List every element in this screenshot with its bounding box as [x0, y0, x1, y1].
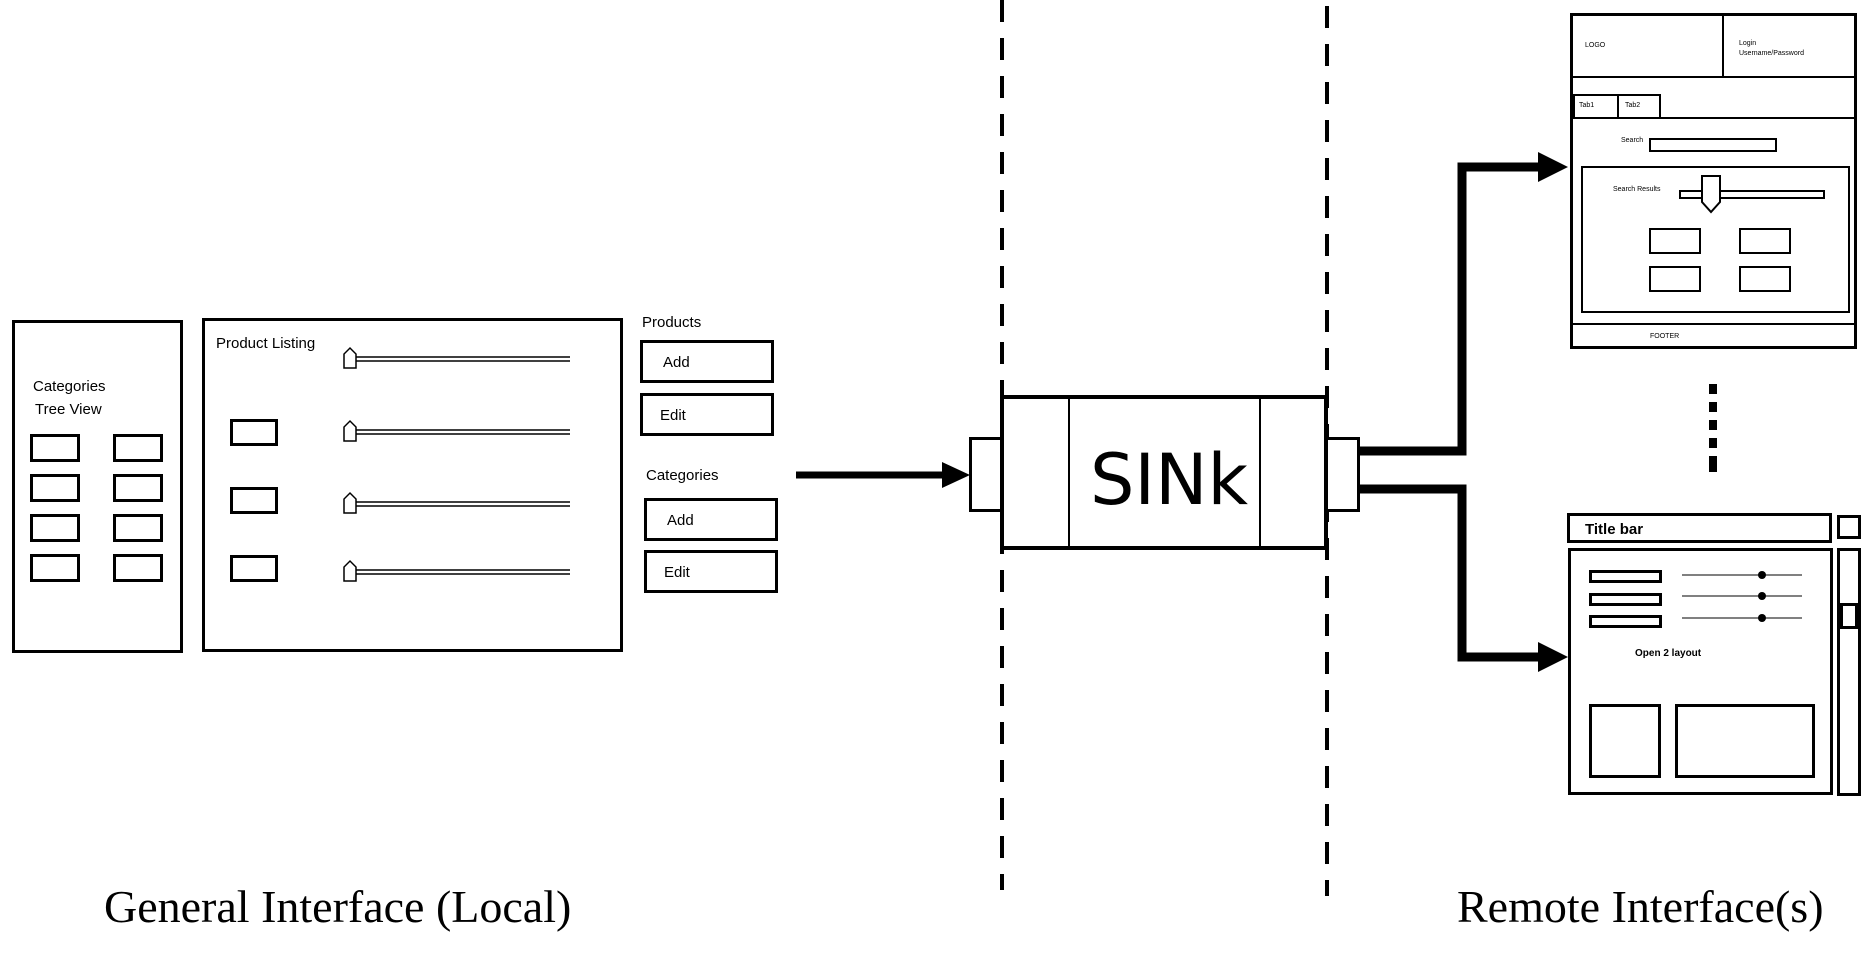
web-tab-1-label: Tab1	[1579, 102, 1595, 109]
desktop-scrollbar-thumb[interactable]	[1840, 603, 1858, 629]
product-thumbnail[interactable]	[230, 555, 278, 582]
desktop-title-bar-label: Title bar	[1585, 521, 1644, 538]
web-login-line1: Login	[1739, 40, 1757, 47]
web-search-results-frame: Search Results	[1581, 166, 1850, 313]
sink-inner-divider-left	[1068, 399, 1070, 546]
web-tabs-divider	[1573, 117, 1854, 119]
desktop-window-button[interactable]	[1837, 515, 1861, 539]
sink-label: SINk	[1090, 439, 1248, 521]
products-add-label: Add	[663, 354, 690, 371]
desktop-scrollbar[interactable]	[1837, 548, 1861, 796]
categories-group-label: Categories	[646, 467, 719, 484]
web-results-slider-track[interactable]	[1679, 190, 1825, 199]
tree-node[interactable]	[113, 434, 163, 462]
more-interfaces-ellipsis	[1709, 384, 1717, 472]
slider-knob-icon	[1758, 614, 1766, 622]
desktop-field[interactable]	[1589, 570, 1662, 583]
products-edit-button[interactable]: Edit	[640, 393, 774, 436]
desktop-title-bar[interactable]: Title bar	[1567, 513, 1832, 543]
product-listing-sliders[interactable]	[340, 344, 575, 594]
categories-tree-label-line2: Tree View	[35, 401, 102, 418]
web-login-line2[interactable]: Username/Password	[1739, 50, 1804, 57]
tree-node[interactable]	[113, 474, 163, 502]
product-thumbnail[interactable]	[230, 487, 278, 514]
web-logo: LOGO	[1585, 42, 1606, 49]
slider-handle-icon	[343, 419, 357, 442]
sink-right-port	[1324, 437, 1360, 512]
desktop-slider[interactable]	[1682, 592, 1802, 600]
desktop-panel-right[interactable]	[1675, 704, 1815, 778]
tree-node[interactable]	[30, 514, 80, 542]
web-header-divider	[1573, 76, 1854, 78]
tree-node[interactable]	[113, 554, 163, 582]
sink-block: SINk	[1000, 395, 1328, 550]
output-arrow-bottom	[1360, 484, 1545, 662]
desktop-panel-left[interactable]	[1589, 704, 1661, 778]
products-edit-label: Edit	[660, 407, 686, 424]
web-result-item[interactable]	[1649, 266, 1701, 292]
slider-handle-icon	[343, 491, 357, 514]
categories-add-label: Add	[667, 512, 694, 529]
web-footer: FOOTER	[1650, 333, 1680, 340]
tree-node[interactable]	[30, 474, 80, 502]
desktop-window-body: Open 2 layout	[1568, 548, 1833, 795]
desktop-slider[interactable]	[1682, 614, 1802, 622]
categories-edit-button[interactable]: Edit	[644, 550, 778, 593]
tree-node[interactable]	[113, 514, 163, 542]
desktop-sliders[interactable]	[1680, 565, 1805, 635]
product-slider[interactable]	[343, 346, 570, 369]
slider-handle-icon	[343, 559, 357, 582]
remote-interface-caption: Remote Interface(s)	[1457, 881, 1824, 932]
web-tab-2-label: Tab2	[1625, 102, 1641, 109]
tree-node[interactable]	[30, 434, 80, 462]
products-add-button[interactable]: Add	[640, 340, 774, 383]
categories-add-button[interactable]: Add	[644, 498, 778, 541]
categories-edit-label: Edit	[664, 564, 690, 581]
product-thumbnail[interactable]	[230, 419, 278, 446]
web-tab-1[interactable]: Tab1	[1573, 94, 1619, 119]
slider-knob-icon	[1758, 592, 1766, 600]
web-footer-divider	[1573, 323, 1854, 325]
desktop-layout-label: Open 2 layout	[1635, 648, 1702, 659]
tree-node[interactable]	[30, 554, 80, 582]
arrowhead-icon	[1538, 642, 1568, 672]
slider-handle-icon	[343, 346, 357, 369]
categories-tree-panel: Categories Tree View	[12, 320, 183, 653]
web-interface-mockup: LOGO Login Username/Password Tab1 Tab2 S…	[1570, 13, 1857, 349]
product-slider[interactable]	[343, 491, 570, 514]
arrowhead-icon	[1538, 152, 1568, 182]
slider-handle-icon[interactable]	[1699, 174, 1723, 216]
web-search-results-label: Search Results	[1613, 186, 1661, 193]
local-interface-caption: General Interface (Local)	[104, 881, 572, 932]
output-arrow-top	[1360, 162, 1545, 456]
slider-knob-icon	[1758, 571, 1766, 579]
arrowhead-icon	[942, 462, 970, 488]
web-search-input[interactable]	[1649, 138, 1777, 152]
product-listing-title: Product Listing	[216, 335, 316, 352]
products-group-label: Products	[642, 314, 702, 331]
desktop-slider[interactable]	[1682, 571, 1802, 579]
web-result-item[interactable]	[1739, 228, 1791, 254]
sink-inner-divider-right	[1259, 399, 1261, 546]
web-result-item[interactable]	[1649, 228, 1701, 254]
desktop-field[interactable]	[1589, 593, 1662, 606]
product-listing-panel: Product Listing	[202, 318, 623, 652]
web-search-label: Search	[1621, 137, 1644, 144]
web-result-item[interactable]	[1739, 266, 1791, 292]
product-slider[interactable]	[343, 419, 570, 442]
web-tab-2[interactable]: Tab2	[1617, 94, 1661, 119]
desktop-field[interactable]	[1589, 615, 1662, 628]
categories-tree-label-line1: Categories	[33, 378, 106, 395]
web-header-split	[1722, 16, 1724, 78]
product-slider[interactable]	[343, 559, 570, 582]
